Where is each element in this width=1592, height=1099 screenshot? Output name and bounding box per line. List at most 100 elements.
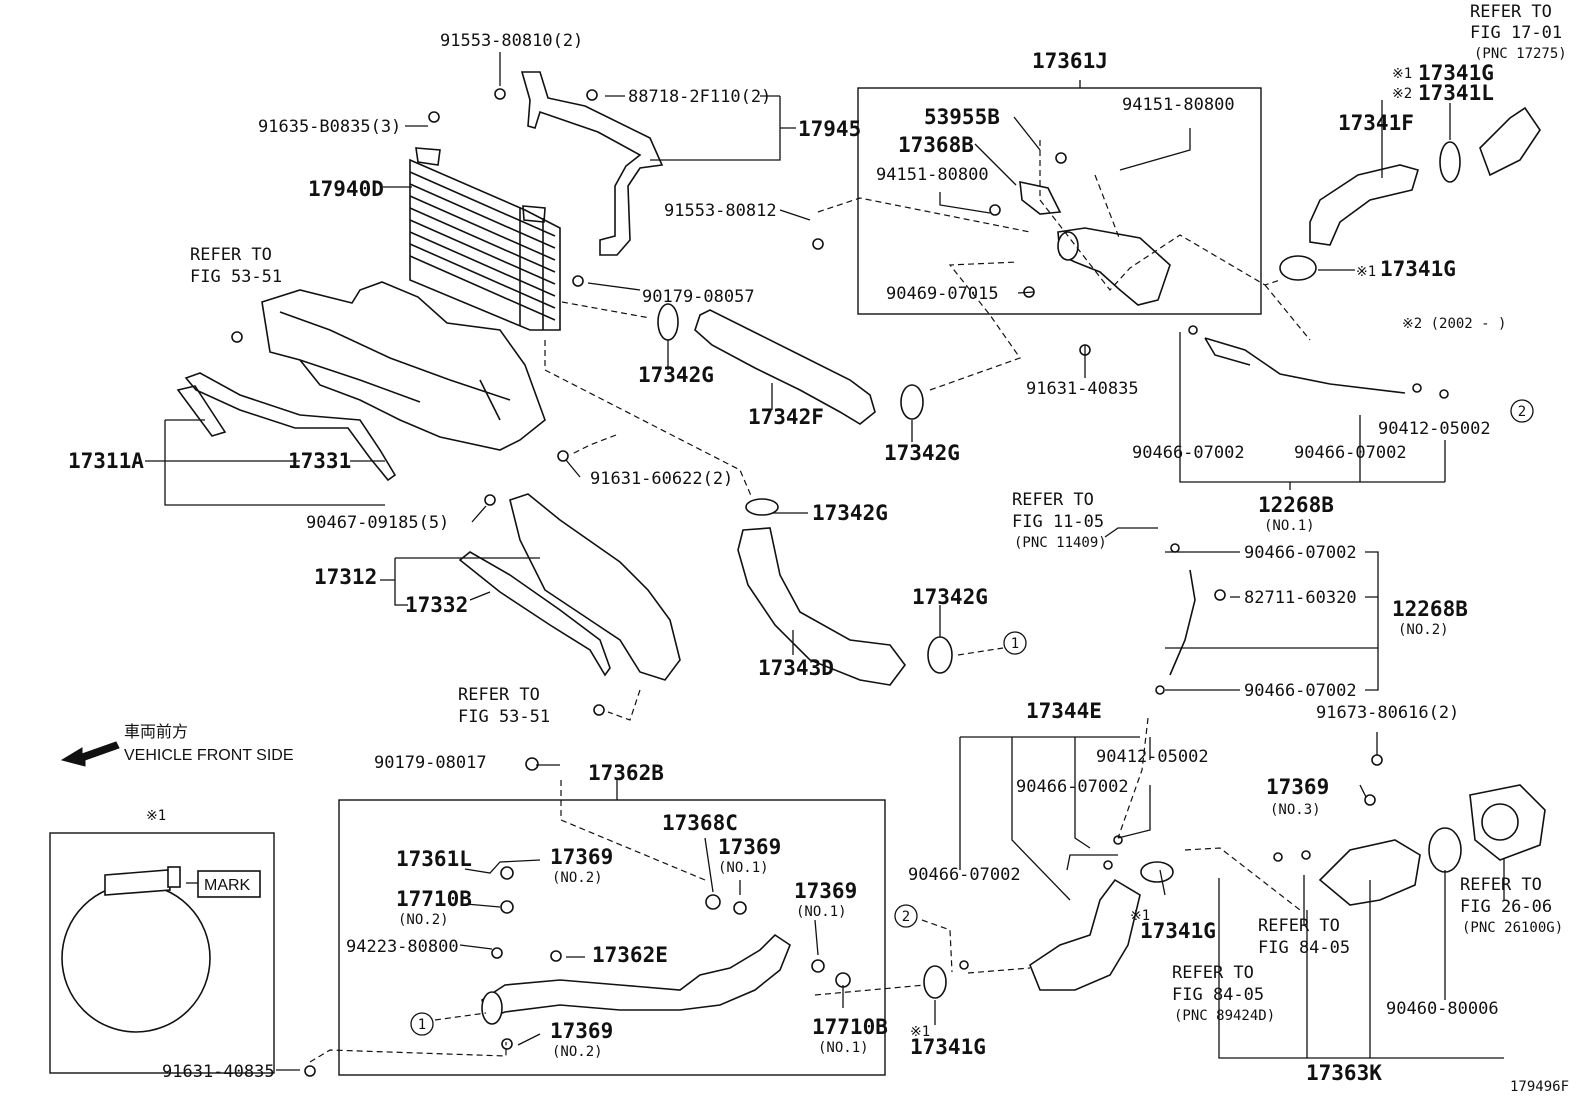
label-94223-80800: 94223-80800 [346,937,459,957]
refer-53-51-a-line2: FIG 53-51 [190,267,282,287]
mark-1-bot: ※1 [910,1024,930,1040]
hose-17343d [737,527,906,686]
svg-text:2: 2 [902,909,910,925]
label-17369-no3-note: (NO.3) [1270,802,1321,818]
label-17369-no3: 17369 [1266,775,1329,799]
label-90466-07002-a: 90466-07002 [1132,443,1245,463]
label-17710b-no1: 17710B [812,1015,888,1039]
label-88718-2f110: 88718-2F110(2) [628,87,771,107]
group-box-17362b [338,799,886,1076]
housing-26100g [1469,784,1546,861]
label-90469-07015: 90469-07015 [886,284,999,304]
refer-84-05-a-line1: REFER TO [1258,916,1340,936]
label-17341g-bot: 17341G [910,1035,986,1059]
label-94151-80800-a: 94151-80800 [1122,95,1235,115]
label-91673-80616: 91673-80616(2) [1316,703,1459,723]
hose-17341f [1309,164,1420,246]
label-17368b: 17368B [898,133,974,157]
label-17940d: 17940D [308,177,384,201]
label-90179-08057: 90179-08057 [642,287,755,307]
mark-1-top: ※1 [1392,66,1412,82]
pipe-17362b [481,933,791,1020]
front-arrow [60,741,120,767]
label-17362b: 17362B [588,761,664,785]
label-17369-no1-b-note: (NO.1) [796,904,847,920]
inset-box [49,832,275,1074]
refer-17-01-line3: (PNC 17275) [1474,46,1567,62]
label-17341g-top: 17341G [1418,61,1494,85]
seal-17332 [458,551,611,677]
label-17368c: 17368C [662,811,738,835]
label-17341f: 17341F [1338,111,1414,135]
label-17343d: 17343D [758,656,834,680]
svg-text:2: 2 [1518,404,1526,420]
mark-1-low: ※1 [1130,908,1150,924]
label-17342g-c: 17342G [812,501,888,525]
label-17710b-no2-note: (NO.2) [398,912,449,928]
refer-26-06-line1: REFER TO [1460,875,1542,895]
label-90466-07002-f: 90466-07002 [908,865,1021,885]
group-box-17361j [857,87,1262,315]
label-17362e: 17362E [592,943,668,967]
label-91553-80812: 91553-80812 [664,201,777,221]
label-17342g-a: 17342G [638,363,714,387]
callout-circle-1a: 1 [1003,631,1027,655]
label-17369-no1-b: 17369 [794,879,857,903]
label-17311a: 17311A [68,449,144,473]
label-17341g-mid: 17341G [1380,257,1456,281]
callout-circle-2b: 2 [894,904,918,928]
label-17332: 17332 [405,593,468,617]
label-90467-09185: 90467-09185(5) [306,513,449,533]
hose-17344e [1029,878,1141,991]
label-17344e: 17344E [1026,699,1102,723]
label-17369-no1-a: 17369 [718,835,781,859]
small-hardware [231,88,1449,1077]
clamp-17341g-low [1140,861,1174,883]
label-17361l: 17361L [396,847,472,871]
label-17342g-d: 17342G [912,585,988,609]
svg-text:1: 1 [418,1017,426,1033]
label-90466-07002-d: 90466-07002 [1244,681,1357,701]
inset-mark: ※1 [146,808,166,824]
refer-84-05-a-line2: FIG 84-05 [1258,938,1350,958]
bracket-17945 [520,71,664,256]
mark-1-mid: ※1 [1356,264,1376,280]
housing-26100g-port [1481,803,1519,841]
label-90466-07002-b: 90466-07002 [1294,443,1407,463]
label-17710b-no2: 17710B [396,887,472,911]
air-duct-17311a [261,281,546,451]
front-note: VEHICLE FRONT SIDE [124,747,294,764]
refer-26-06-line3: (PNC 26100G) [1462,920,1563,936]
label-17369-no2-d-note: (NO.2) [552,1044,603,1060]
label-90460-80006: 90460-80006 [1386,999,1499,1019]
hose-12268b-no2 [1169,569,1196,676]
label-17342f: 17342F [748,405,824,429]
outlet-17363k [1318,839,1421,906]
label-90466-07002-c: 90466-07002 [1244,543,1357,563]
label-90466-07002-e: 90466-07002 [1016,777,1129,797]
clamp-17363k [1428,827,1462,873]
refer-17-01-line2: FIG 17-01 [1470,23,1562,43]
label-17369-no2-c: 17369 [550,845,613,869]
label-17341g-low: 17341G [1140,919,1216,943]
inset-mark-label: MARK [204,877,251,894]
refer-11-05-line2: FIG 11-05 [1012,512,1104,532]
duct-detail [279,311,511,421]
inset-mark-box [197,870,261,898]
label-17331: 17331 [288,449,351,473]
refer-26-06-line2: FIG 26-06 [1460,897,1552,917]
water-outlet-17361j [1019,180,1171,306]
hose-17342f [694,309,876,425]
label-17312: 17312 [314,565,377,589]
refer-84-05-b-line2: FIG 84-05 [1172,985,1264,1005]
label-91631-40835-a: 91631-40835 [1026,379,1139,399]
label-91635-b0835: 91635-B0835(3) [258,117,401,137]
label-12268b-no1: 12268B [1258,493,1334,517]
label-17710b-no1-note: (NO.1) [818,1040,869,1056]
mark-2-top: ※2 [1392,86,1412,102]
label-90412-05002-a: 90412-05002 [1378,419,1491,439]
figure-id: 179496F [1510,1079,1569,1095]
refer-53-51-b-line2: FIG 53-51 [458,707,550,727]
intercooler-17940d [409,147,561,331]
seal-17331 [184,372,397,482]
